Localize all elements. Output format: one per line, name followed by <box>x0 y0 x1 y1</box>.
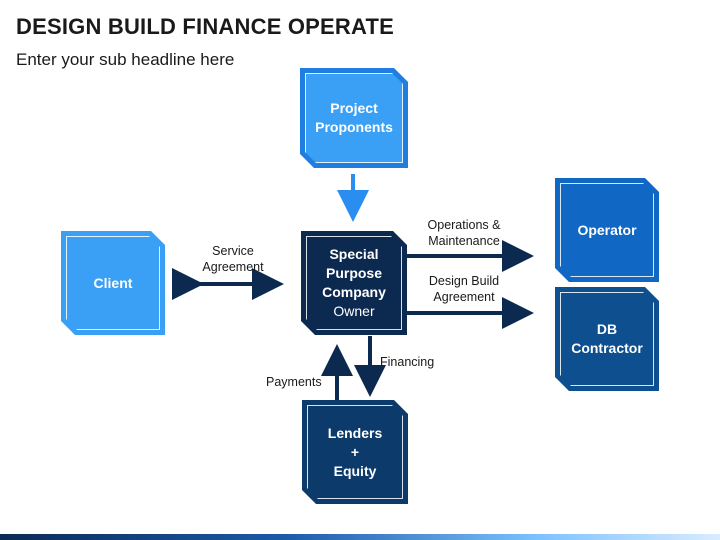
page-title: DESIGN BUILD FINANCE OPERATE <box>16 14 394 39</box>
node-label: Special Purpose Company <box>322 246 386 300</box>
page-subtitle: Enter your sub headline here <box>16 50 235 69</box>
node-label: Operator <box>577 221 637 238</box>
node-db-contractor: DB Contractor <box>555 287 659 391</box>
label-design-build-agreement: Design Build Agreement <box>428 274 500 304</box>
node-special-purpose-company: Special Purpose Company Owner <box>301 231 407 335</box>
node-project-proponents: Project Proponents <box>300 68 408 168</box>
bottom-accent-bar <box>0 534 720 540</box>
label-financing: Financing <box>380 355 435 369</box>
node-client: Client <box>61 231 165 335</box>
node-label: DB Contractor <box>571 321 643 356</box>
label-operations-maintenance: Operations & Maintenance <box>427 218 501 248</box>
node-label: Lenders + Equity <box>327 424 383 479</box>
node-label: Client <box>93 274 133 291</box>
label-payments: Payments <box>266 375 322 389</box>
node-sublabel: Owner <box>333 303 375 319</box>
label-service-agreement: Service Agreement <box>202 244 264 274</box>
node-lenders-equity: Lenders + Equity <box>302 400 408 504</box>
node-operator: Operator <box>555 178 659 282</box>
node-label: Project Proponents <box>315 100 393 135</box>
